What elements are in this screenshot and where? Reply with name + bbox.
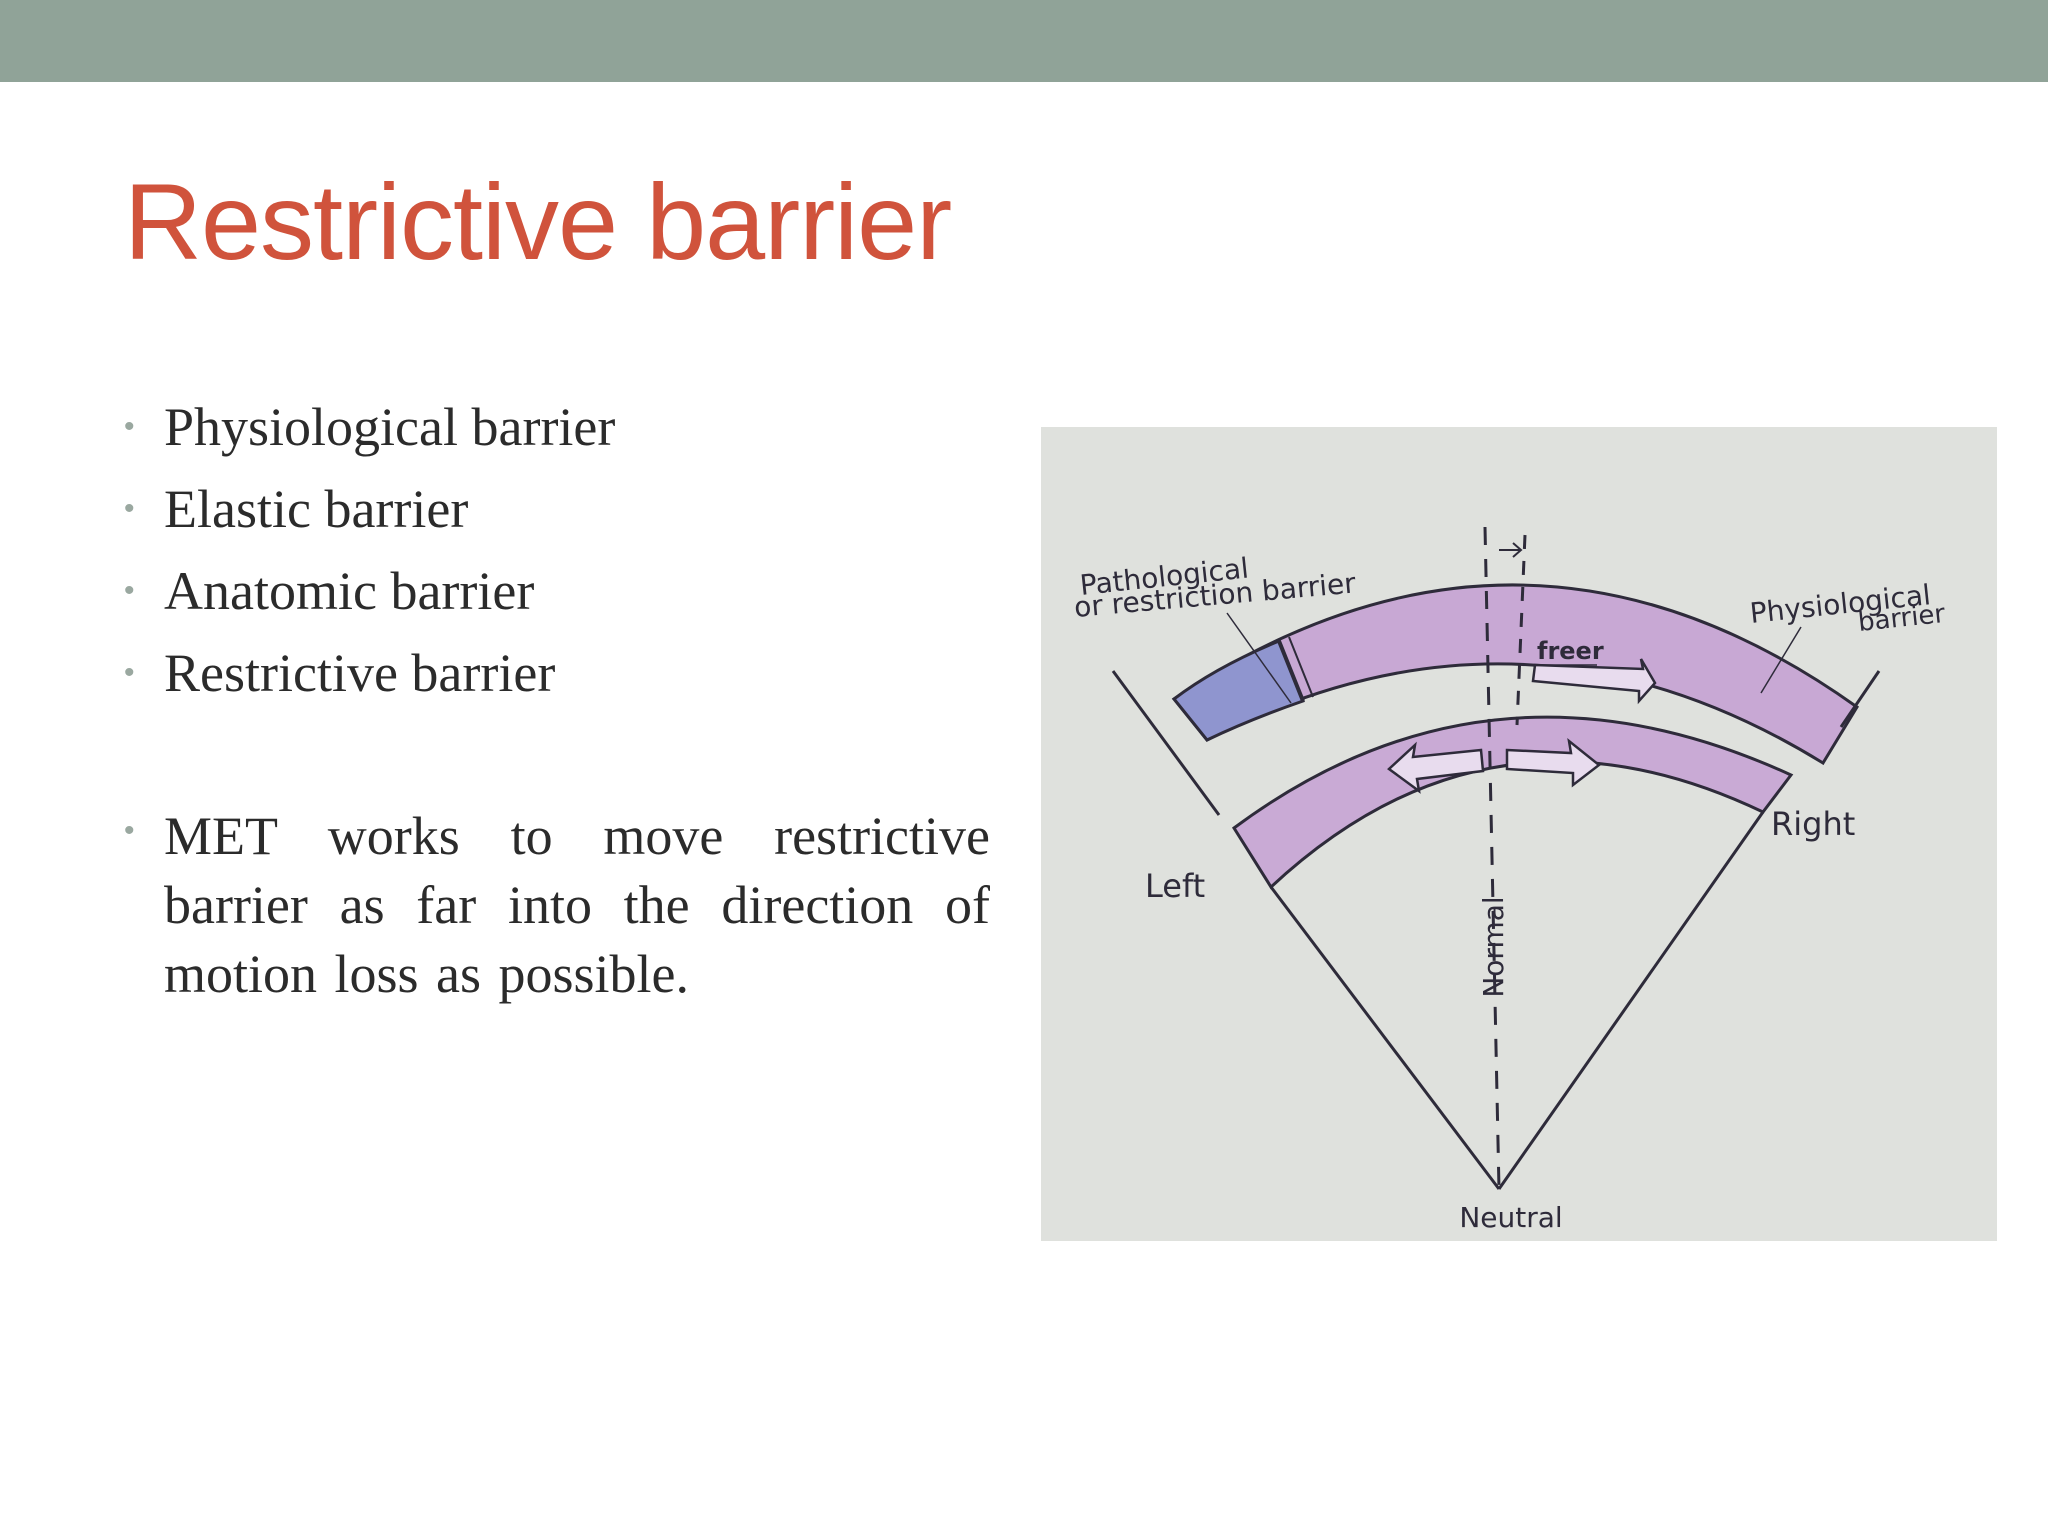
bullet-item: • MET works to move restrictive barrier a…	[122, 802, 990, 1009]
bullet-dot-icon: •	[124, 492, 135, 525]
bullet-dot-icon: •	[124, 814, 135, 847]
barrier-diagram-svg: Pathological or restriction barrier Phys…	[1073, 526, 1947, 1234]
right-arrow-icon	[1505, 737, 1602, 788]
label-left: Left	[1145, 867, 1205, 905]
outer-band	[1171, 583, 1860, 766]
right-range-line	[1497, 811, 1765, 1190]
freer-arrow-icon	[1531, 658, 1657, 705]
pathological-pointer-line	[1226, 612, 1292, 704]
shift-arrowhead-icon	[1512, 542, 1523, 558]
bullet-item: • Restrictive barrier	[122, 632, 990, 714]
restriction-barrier-line	[1288, 636, 1314, 698]
shifted-axis-line	[1515, 534, 1527, 726]
bullet-item: • Physiological barrier	[122, 386, 990, 468]
met-explanation: • MET works to move restrictive barrier a…	[122, 802, 990, 1009]
normal-axis-line	[1483, 526, 1501, 1190]
bullet-dot-icon: •	[124, 656, 135, 689]
bullet-item: • Anatomic barrier	[122, 550, 990, 632]
left-boundary-line	[1111, 670, 1221, 816]
restriction-barrier-line	[1277, 640, 1305, 702]
barrier-diagram: Pathological or restriction barrier Phys…	[1041, 427, 1997, 1241]
physiological-pointer-line	[1760, 626, 1802, 694]
bullet-dot-icon: •	[124, 574, 135, 607]
bullet-item: • Elastic barrier	[122, 468, 990, 550]
label-freer: freer	[1537, 637, 1604, 665]
bullet-text: Elastic barrier	[164, 479, 469, 539]
slide-title: Restrictive barrier	[124, 161, 952, 282]
bullet-text: Physiological barrier	[164, 397, 616, 457]
inner-band	[1231, 715, 1794, 890]
left-arrow-icon	[1387, 741, 1485, 794]
top-accent-band	[0, 0, 2048, 82]
label-normal: Normal	[1477, 896, 1510, 997]
bullet-list: •Physiological barrier •Elastic barrier …	[122, 386, 990, 714]
label-neutral: Neutral	[1459, 1201, 1562, 1234]
met-paragraph: MET works to move restrictive barrier as…	[164, 806, 990, 1004]
bullet-text: Restrictive barrier	[164, 643, 556, 703]
bullet-text: Anatomic barrier	[164, 561, 535, 621]
left-range-line	[1269, 886, 1501, 1190]
right-boundary-line	[1839, 670, 1881, 728]
label-right: Right	[1771, 805, 1855, 843]
bullet-dot-icon: •	[124, 410, 135, 443]
